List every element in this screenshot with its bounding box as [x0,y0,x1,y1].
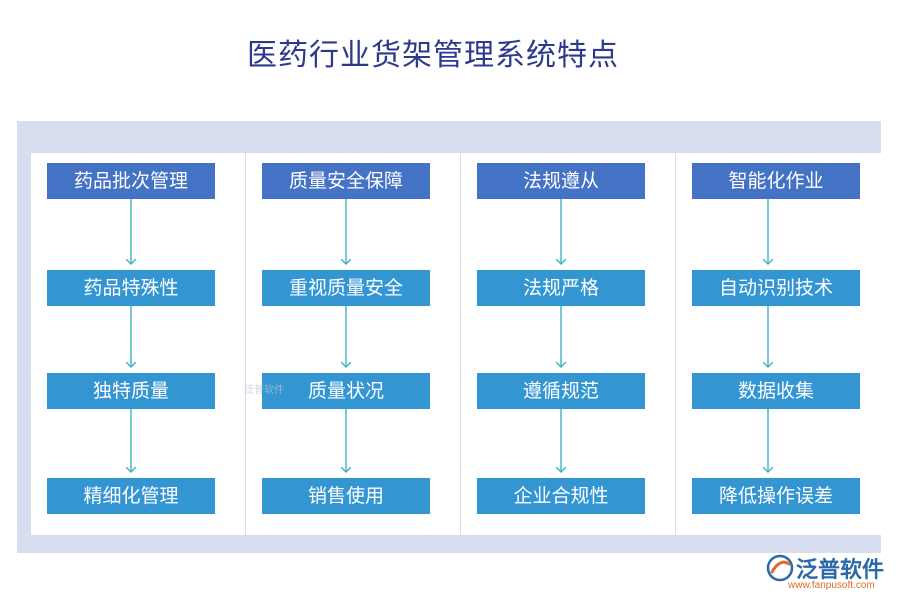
logo-url: www.fanpusoft.com [788,580,875,591]
feature-box: 销售使用 [262,478,430,514]
feature-box: 遵循规范 [477,373,645,409]
feature-box: 质量状况 [262,373,430,409]
feature-box: 自动识别技术 [692,270,860,306]
logo-icon [766,554,794,582]
feature-box: 精细化管理 [47,478,215,514]
watermark: 泛普软件 [244,385,284,396]
feature-box: 重视质量安全 [262,270,430,306]
feature-box: 企业合规性 [477,478,645,514]
column-header: 药品批次管理 [47,163,215,199]
column-quality-safety: 质量安全保障 重视质量安全 质量状况 销售使用 [246,153,460,535]
column-header: 法规遵从 [477,163,645,199]
logo-name: 泛普软件 [796,558,885,583]
feature-box: 法规严格 [477,270,645,306]
feature-box: 降低操作误差 [692,478,860,514]
column-header: 质量安全保障 [262,163,430,199]
column-header: 智能化作业 [692,163,860,199]
diagram-title: 医药行业货架管理系统特点 [247,38,619,73]
feature-box: 数据收集 [692,373,860,409]
brand-logo: 泛普软件 www.fanpusoft.com [766,548,888,592]
column-batch-management: 药品批次管理 药品特殊性 独特质量 精细化管理 [31,153,245,535]
feature-box: 独特质量 [47,373,215,409]
column-compliance: 法规遵从 法规严格 遵循规范 企业合规性 [461,153,675,535]
column-intelligent-operation: 智能化作业 自动识别技术 数据收集 降低操作误差 [676,153,890,535]
feature-box: 药品特殊性 [47,270,215,306]
